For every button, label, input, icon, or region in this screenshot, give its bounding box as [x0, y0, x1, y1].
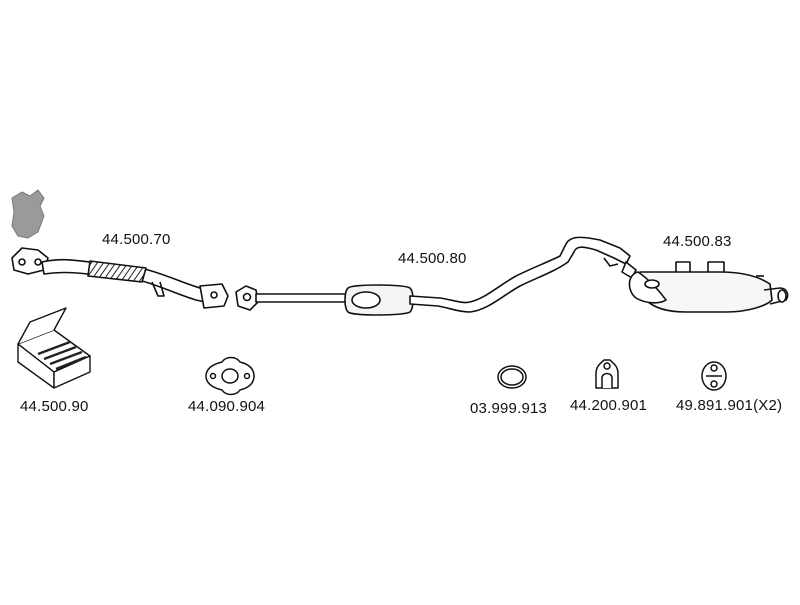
- kit-bolts-icon: [37, 340, 87, 371]
- part-number-rubber-mount: 44.200.901: [570, 397, 648, 414]
- flange-gasket: [205, 356, 255, 396]
- part-number-mounting-kit: 44.500.90: [20, 398, 89, 415]
- front-clip-icon: [11, 189, 45, 239]
- rubber-hanger: [701, 361, 727, 391]
- mounting-kit: [17, 307, 91, 389]
- front-pipe: [11, 189, 229, 309]
- sealing-ring: [497, 365, 527, 389]
- part-number-rubber-hanger: 49.891.901(X2): [676, 397, 783, 414]
- part-number-sealing-ring: 03.999.913: [470, 400, 548, 417]
- part-number-flange-gasket: 44.090.904: [188, 398, 266, 415]
- rear-silencer: [621, 261, 789, 313]
- part-number-front-pipe: 44.500.70: [102, 231, 171, 248]
- rubber-mount: [595, 359, 619, 389]
- flex-section: [87, 260, 147, 283]
- part-number-rear-silencer: 44.500.83: [663, 233, 732, 250]
- part-number-center-silencer: 44.500.80: [398, 250, 467, 267]
